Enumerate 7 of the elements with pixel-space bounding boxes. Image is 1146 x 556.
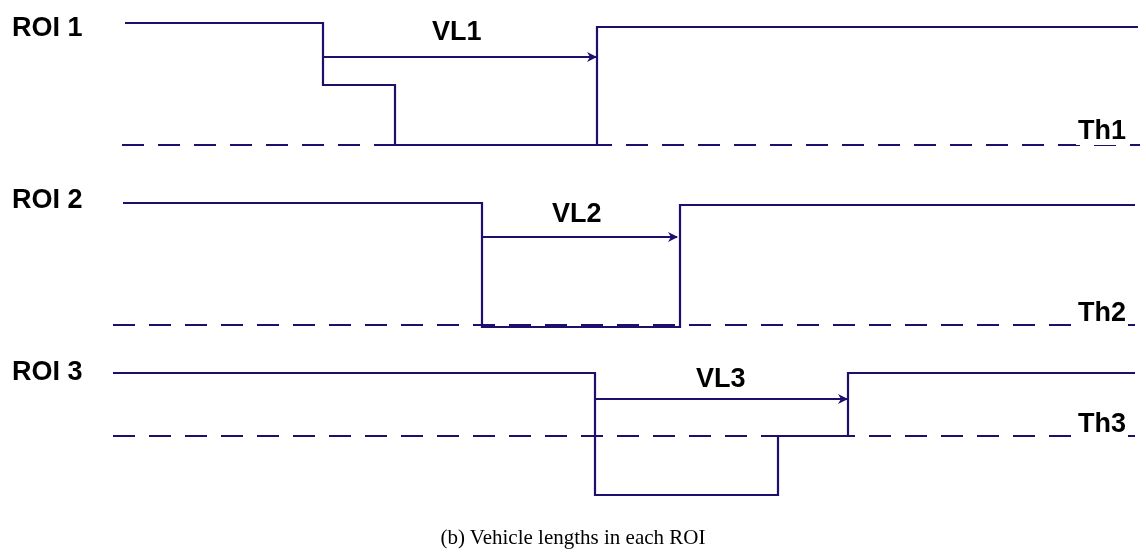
length-label: VL3 bbox=[696, 363, 746, 393]
signal-name: ROI 3 bbox=[12, 356, 83, 386]
length-label: VL1 bbox=[432, 16, 482, 46]
length-label: VL2 bbox=[552, 198, 602, 228]
figure-caption: (b) Vehicle lengths in each ROI bbox=[439, 524, 707, 550]
signal-name: ROI 1 bbox=[12, 12, 83, 42]
signal-name: ROI 2 bbox=[12, 184, 83, 214]
